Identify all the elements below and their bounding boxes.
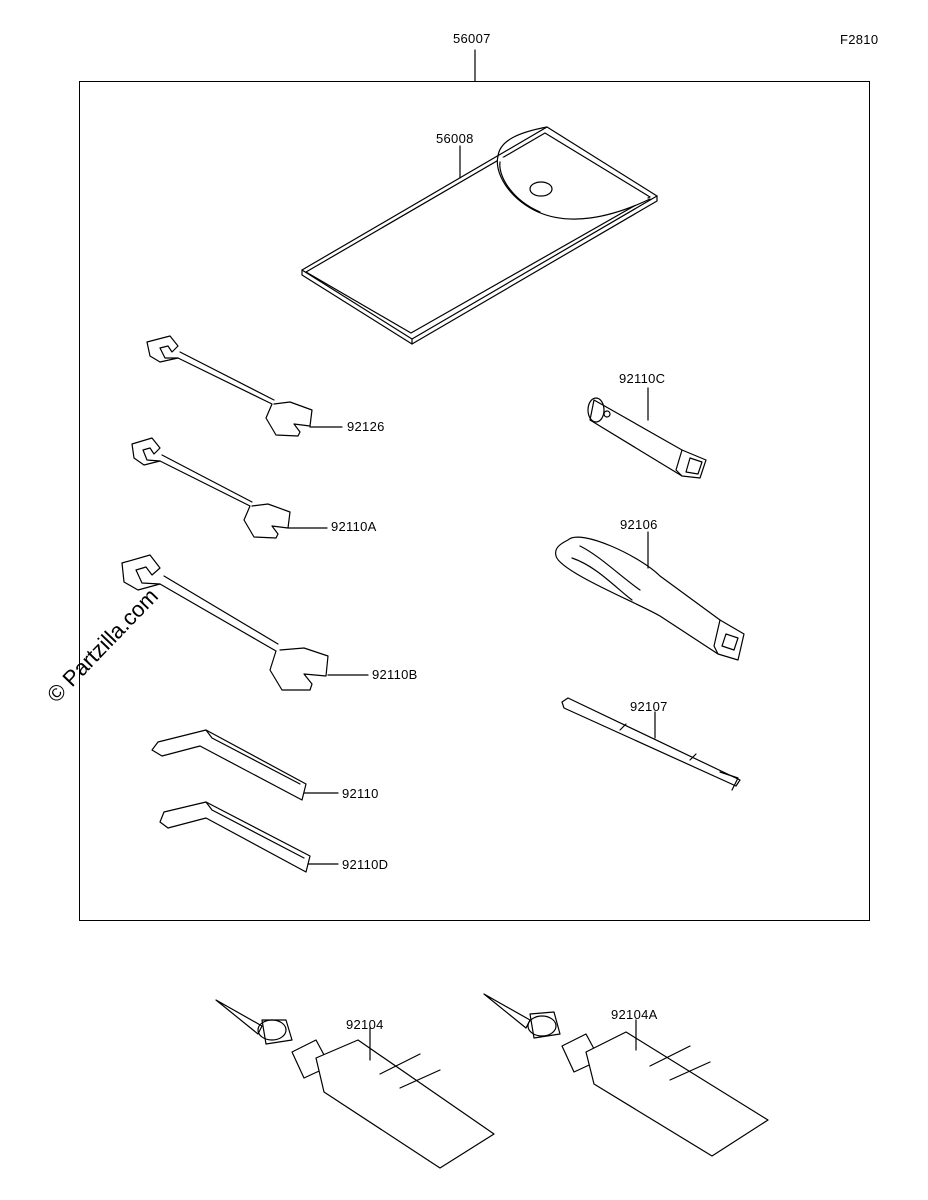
part-label-92110A[interactable]: 92110A: [331, 519, 377, 534]
part-label-56008[interactable]: 56008: [436, 131, 474, 146]
wrench-92126: [146, 335, 343, 437]
repair-tube-92104: [215, 999, 495, 1169]
part-label-92126[interactable]: 92126: [347, 419, 385, 434]
part-label-92110C[interactable]: 92110C: [619, 371, 666, 386]
part-label-56007[interactable]: 56007: [453, 31, 491, 46]
hex-key-92110D: [159, 801, 339, 873]
tool-pouch: [301, 126, 658, 345]
part-label-92106[interactable]: 92106: [620, 517, 658, 532]
part-label-92110D[interactable]: 92110D: [342, 857, 389, 872]
screwdriver-handle-92106: [555, 531, 745, 661]
wrench-92110A: [131, 437, 328, 539]
part-label-92110B[interactable]: 92110B: [372, 667, 418, 682]
part-label-92110[interactable]: 92110: [342, 786, 379, 801]
part-label-92107[interactable]: 92107: [630, 699, 668, 714]
hex-key-92110: [151, 729, 339, 801]
wrench-92110B: [121, 554, 369, 691]
diagram-code: F2810: [840, 32, 879, 47]
part-label-92104[interactable]: 92104: [346, 1017, 384, 1032]
repair-tube-92104A: [483, 993, 769, 1157]
tool-kit-frame: [79, 81, 870, 921]
socket-tube-92110C: [587, 387, 707, 479]
screwdriver-bit-92107: [561, 697, 741, 791]
part-label-92104A[interactable]: 92104A: [611, 1007, 658, 1022]
